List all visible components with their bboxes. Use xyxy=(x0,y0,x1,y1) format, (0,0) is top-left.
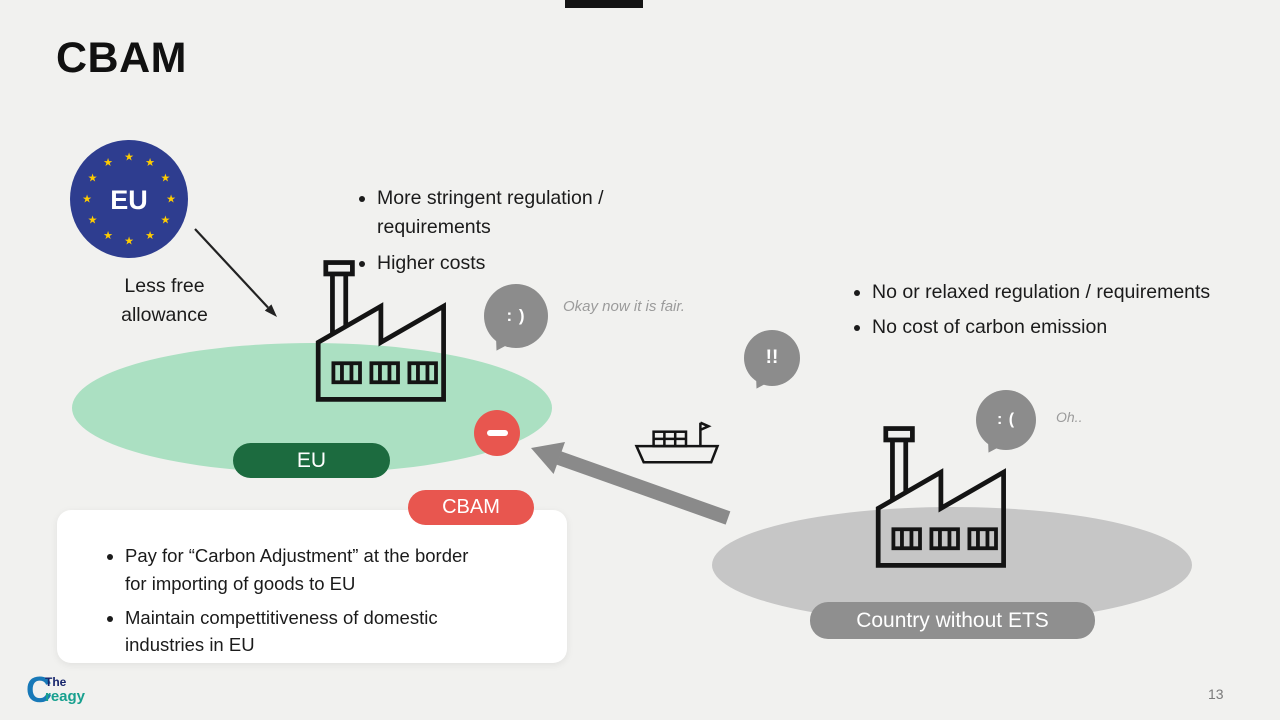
less-free-allowance-label: Less free allowance xyxy=(121,275,208,327)
alert-speech-bubble: !! xyxy=(742,330,800,403)
eu-star-icon: ★ xyxy=(160,172,170,185)
eu-star-icon: ★ xyxy=(124,235,134,248)
eu-star-icon: ★ xyxy=(88,172,98,185)
bullet-item: Higher costs xyxy=(377,249,707,278)
happy-speech-bubble: : ) xyxy=(482,284,548,365)
eu-region-pill-label: EU xyxy=(296,448,327,472)
speech-tail xyxy=(742,369,774,403)
cbam-pill: CBAM xyxy=(408,490,534,525)
cbam-details-box: Pay for “Carbon Adjustment” at the borde… xyxy=(57,510,567,663)
eu-star-icon: ★ xyxy=(145,156,155,169)
noets-regulation-bullets: No or relaxed regulation / requirements … xyxy=(850,278,1217,349)
top-center-dark-bar xyxy=(565,0,643,8)
eu-factory-icon xyxy=(315,260,446,402)
cbam-pill-label: CBAM xyxy=(442,496,500,518)
noets-factory-icon xyxy=(875,426,1006,568)
noets-region-pill: Country without ETS xyxy=(810,602,1095,639)
eu-flag-icon: ★ ★ ★ ★ ★ ★ ★ ★ ★ ★ ★ ★ EU xyxy=(70,140,188,258)
slide-title: CBAM xyxy=(56,34,187,82)
cbam-border-stop-icon xyxy=(474,410,520,456)
happy-comment: Okay now it is fair. xyxy=(563,298,685,315)
page-number: 13 xyxy=(1208,686,1224,702)
sad-speech-bubble: : ( xyxy=(974,390,1036,467)
cargo-ship-icon xyxy=(634,421,720,464)
minus-icon xyxy=(486,430,508,436)
logo-c-glyph: C xyxy=(26,669,52,710)
eu-star-icon: ★ xyxy=(166,193,176,206)
eu-star-icon: ★ xyxy=(82,193,92,206)
logo-reagy-text: reagy xyxy=(45,688,86,706)
logo-the-text: The xyxy=(45,675,67,690)
cbam-detail-item: Maintain compettitiveness of domestic in… xyxy=(125,604,490,660)
bullet-item: More stringent regulation / requirements xyxy=(377,184,707,243)
cbam-detail-item: Pay for “Carbon Adjustment” at the borde… xyxy=(125,542,490,598)
eu-star-icon: ★ xyxy=(124,151,134,164)
alert-text: !! xyxy=(765,347,779,368)
creagy-logo: C The reagy xyxy=(26,669,86,710)
happy-emoticon: : ) xyxy=(506,306,526,325)
eu-star-icon: ★ xyxy=(103,156,113,169)
eu-star-icon: ★ xyxy=(145,229,155,242)
sad-comment: Oh.. xyxy=(1056,409,1083,425)
eu-region-pill: EU xyxy=(233,443,390,478)
import-arrow-icon xyxy=(531,442,731,525)
eu-star-icon: ★ xyxy=(103,229,113,242)
eu-regulation-bullets: More stringent regulation / requirements… xyxy=(355,184,707,284)
eu-star-icon: ★ xyxy=(88,214,98,227)
bullet-item: No cost of carbon emission xyxy=(872,313,1217,342)
speech-tail xyxy=(482,331,514,365)
eu-flag-label: EU xyxy=(110,185,148,215)
eu-star-icon: ★ xyxy=(160,214,170,227)
sad-emoticon: : ( xyxy=(996,411,1016,428)
cbam-details-list: Pay for “Carbon Adjustment” at the borde… xyxy=(103,542,490,659)
bullet-item: No or relaxed regulation / requirements xyxy=(872,278,1217,307)
noets-region-pill-label: Country without ETS xyxy=(856,608,1049,632)
allowance-arrow-icon xyxy=(194,228,277,317)
eu-stars: ★ ★ ★ ★ ★ ★ ★ ★ ★ ★ ★ ★ xyxy=(82,151,176,248)
